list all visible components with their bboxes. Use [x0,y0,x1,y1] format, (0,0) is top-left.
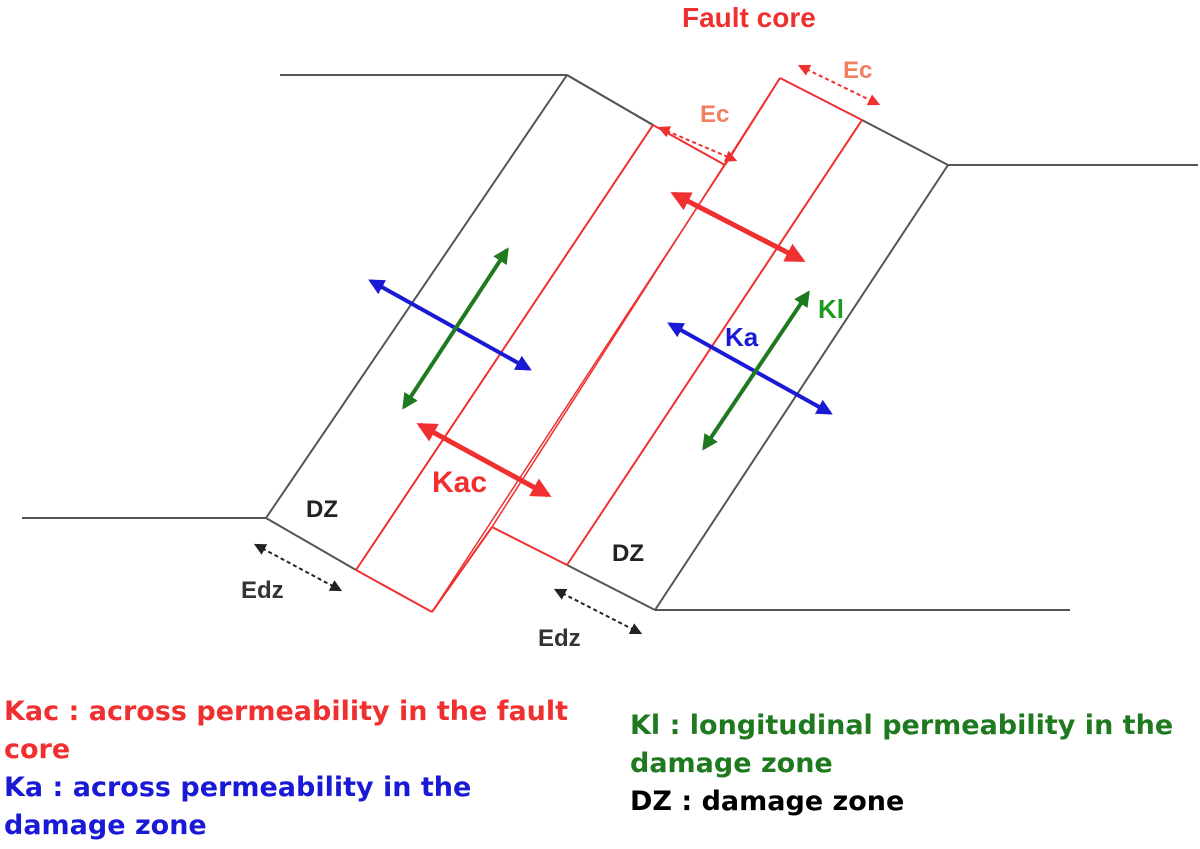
fault-core-title: Fault core [682,2,816,33]
kl-arrow-left [402,247,509,410]
damage-zone-left-top-edge [566,74,654,126]
ec-top-dimension-arrow [797,64,881,106]
kl-arrow-right [702,290,810,451]
kac-arrow-lower [416,422,552,498]
damage-zone-left-bottom-edge [265,517,357,571]
edz-right-label: Edz [538,625,581,652]
kl-label: Kl [818,294,844,324]
ec-mid-dimension-arrow [657,126,738,162]
legend-ka: Ka : across permeability in the damage z… [4,772,472,841]
damage-zone-right-bottom-edge [566,564,656,611]
damage-zone-left-outer-edge [265,74,568,519]
ka-arrow-left [368,279,532,371]
edz-left-label: Edz [241,577,284,604]
kac-label: Kac [432,466,487,499]
dz-right-label: DZ [612,540,644,567]
legend-right: Kl : longitudinal permeability in the da… [630,707,1190,821]
ec-top-label: Ec [843,57,872,84]
kac-arrow-upper [670,191,806,263]
ec-mid-label: Ec [700,101,729,128]
legend-kac: Kac : across permeability in the fault c… [4,696,569,765]
legend-dz: DZ : damage zone [630,786,905,817]
ka-label: Ka [725,322,759,352]
edz-left-dimension-arrow [253,543,343,592]
legend-kl: Kl : longitudinal permeability in the da… [630,710,1174,779]
fault-core [355,77,863,613]
edz-right-dimension-arrow [553,588,643,635]
dz-left-label: DZ [306,496,338,523]
damage-zone-right-top-edge [861,119,949,166]
damage-zone-right-outer-edge [654,164,949,611]
legend-left: Kac : across permeability in the fault c… [4,693,584,845]
